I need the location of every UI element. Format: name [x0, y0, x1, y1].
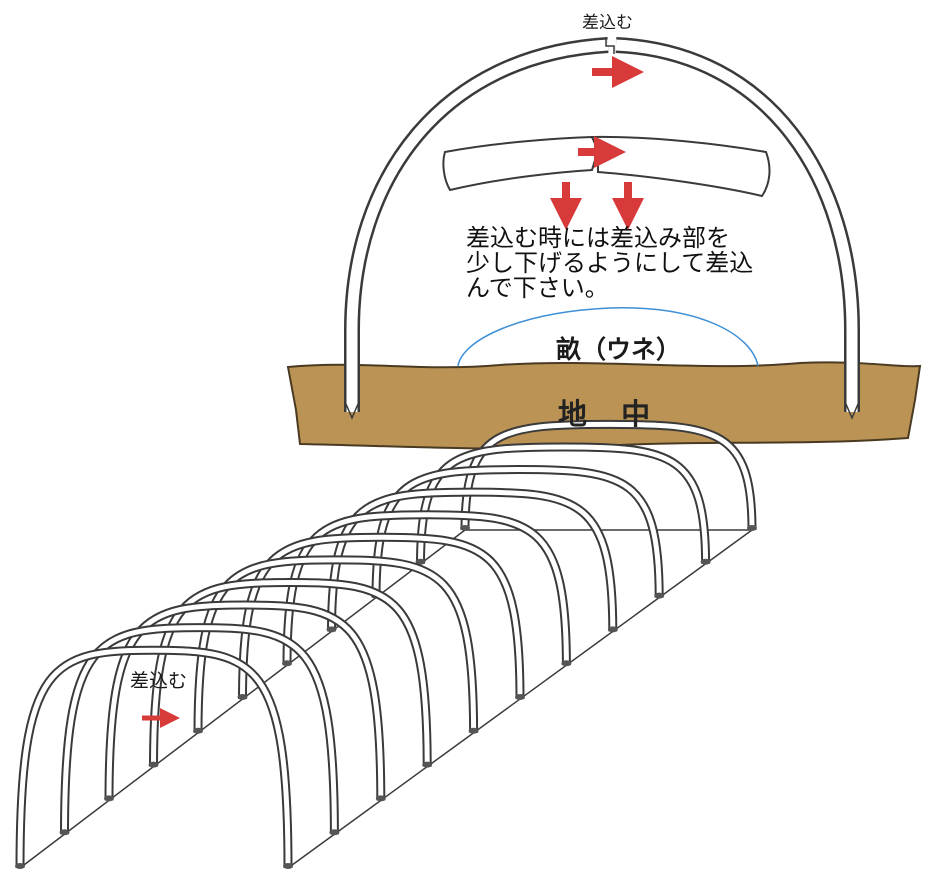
- hoop-pipe: [418, 444, 709, 564]
- top-joint: [605, 38, 615, 54]
- hoop-foot: [747, 525, 757, 531]
- hoop-pipe: [17, 647, 291, 869]
- hoop-foot: [282, 660, 292, 667]
- hoop-foot: [148, 761, 159, 768]
- hoop-foot: [193, 727, 203, 734]
- hoop-foot: [654, 592, 665, 599]
- main-hoop-right-half: [615, 37, 860, 412]
- insert-label-top: 差込む: [582, 13, 633, 33]
- hoop-pipe: [195, 557, 477, 733]
- hoop-pipe: [106, 602, 384, 801]
- hoop-foot: [515, 694, 525, 700]
- hoop-pipe: [284, 512, 569, 666]
- insert-label-bottom: 差込む: [130, 670, 188, 692]
- hoop-foot: [237, 694, 248, 700]
- hoop-foot: [283, 863, 293, 869]
- hoop-foot: [460, 525, 470, 531]
- hoop-pipe: [462, 421, 755, 531]
- hoop-foot: [104, 795, 114, 802]
- main-hoop-left-half: [344, 37, 609, 412]
- hoop-foot: [326, 626, 337, 633]
- instruction-line-2: 少し下げるようにして差込: [466, 249, 754, 277]
- pole-end-right: [845, 403, 859, 420]
- hoop-foot: [375, 795, 386, 802]
- tunnel-ground-lines: [19, 529, 753, 869]
- underground-label: 地 中: [558, 397, 663, 431]
- hoop-foot: [561, 660, 572, 667]
- hoop-foot: [15, 863, 25, 869]
- joint-closeup: [442, 135, 771, 198]
- hoop-foot: [415, 558, 426, 565]
- hoop-pipe: [240, 534, 523, 700]
- hoop-pipe: [62, 625, 337, 835]
- hoop-foot: [700, 558, 711, 565]
- tunnel-hoops: [15, 419, 757, 869]
- instruction-line-1: 差込む時には差込み部を: [466, 224, 730, 252]
- hoop-foot: [607, 626, 618, 633]
- instruction-line-3: んで下さい。: [466, 274, 609, 302]
- pole-end-left: [345, 403, 359, 420]
- hoop-foot: [468, 727, 479, 734]
- hoop-foot: [329, 829, 340, 836]
- ridge-label: 畝（ウネ）: [556, 335, 682, 364]
- hoop-foot: [422, 761, 433, 768]
- instruction-text: 差込む時には差込み部を 少し下げるようにして差込 んで下さい。: [466, 226, 766, 301]
- ridge-outline: [457, 307, 759, 367]
- hoop-foot: [59, 829, 70, 836]
